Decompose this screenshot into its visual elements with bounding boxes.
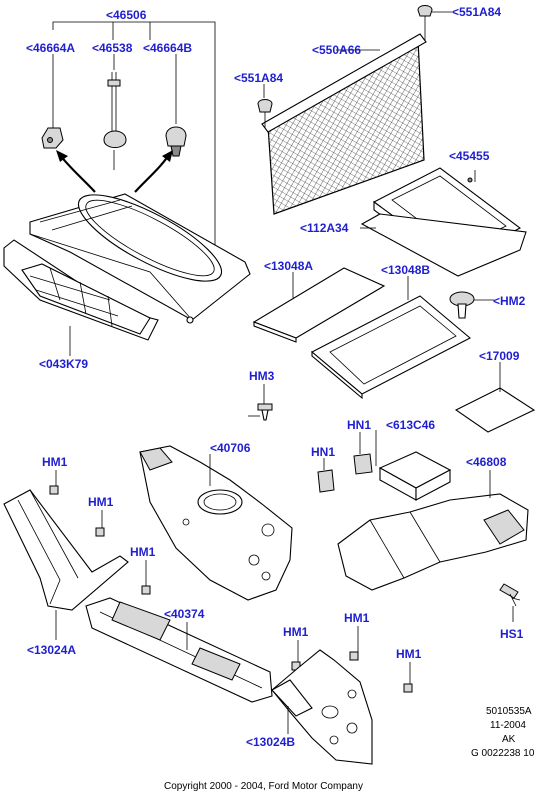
fastener-551a84-left bbox=[257, 84, 273, 128]
label-hm1-a: HM1 bbox=[42, 455, 68, 469]
label-hs1: HS1 bbox=[500, 627, 524, 641]
screw-hs1 bbox=[499, 583, 521, 622]
copyright: Copyright 2000 - 2004, Ford Motor Compan… bbox=[164, 781, 363, 792]
quarter-trim-13024b bbox=[271, 649, 373, 765]
cover-613c46 bbox=[375, 430, 452, 501]
label-13024a: <13024A bbox=[27, 643, 77, 657]
label-613c46: <613C46 bbox=[386, 418, 436, 432]
label-hn1-left: HN1 bbox=[311, 445, 336, 459]
label-46538: <46538 bbox=[92, 41, 133, 55]
sill-13024a bbox=[3, 489, 129, 640]
assembly-arrows bbox=[56, 150, 173, 193]
fastener-hm1-f bbox=[403, 662, 413, 693]
diagram-ref: G 0022238 10 bbox=[471, 748, 535, 759]
fastener-hm1-b bbox=[95, 510, 105, 537]
fastener-hm1-d bbox=[291, 640, 301, 671]
label-hm1-c: HM1 bbox=[130, 545, 156, 559]
cable-46538 bbox=[103, 54, 127, 170]
label-13024b: <13024B bbox=[246, 735, 296, 749]
stud-hm2 bbox=[449, 291, 494, 319]
clip-46664a bbox=[41, 54, 64, 149]
label-hm2: <HM2 bbox=[493, 294, 526, 308]
diagram-code: 5010535A bbox=[486, 706, 532, 717]
label-45455: <45455 bbox=[449, 149, 490, 163]
fastener-551a84-top bbox=[417, 5, 452, 40]
label-551a84-left: <551A84 bbox=[234, 71, 284, 85]
label-hn1-right: HN1 bbox=[347, 418, 372, 432]
panel-13048b bbox=[311, 276, 471, 400]
label-hm1-f: HM1 bbox=[396, 647, 422, 661]
label-112a34: <112A34 bbox=[300, 221, 349, 235]
floor-mat-112a34 bbox=[360, 213, 527, 277]
sheet-17009 bbox=[454, 362, 536, 433]
trim-46808 bbox=[337, 470, 529, 591]
diagram-rev: AK bbox=[502, 734, 516, 745]
label-13048a: <13048A bbox=[264, 259, 314, 273]
label-46808: <46808 bbox=[466, 455, 507, 469]
label-17009: <17009 bbox=[479, 349, 520, 363]
parcel-shelf-46506 bbox=[29, 193, 251, 324]
label-043k79: <043K79 bbox=[39, 357, 89, 371]
label-40706: <40706 bbox=[210, 441, 251, 455]
diagram-date: 11-2004 bbox=[490, 720, 526, 731]
cargo-net-550a66 bbox=[261, 33, 427, 215]
label-551a84-top: <551A84 bbox=[452, 5, 502, 19]
label-46664b: <46664B bbox=[143, 41, 193, 55]
clip-hn1-left bbox=[317, 458, 335, 493]
label-550a66: <550A66 bbox=[312, 43, 362, 57]
label-hm1-e: HM1 bbox=[344, 611, 370, 625]
label-46506: <46506 bbox=[106, 8, 147, 22]
tray-043k79 bbox=[3, 239, 159, 356]
fastener-hm1-a bbox=[49, 470, 59, 495]
46506-bracket-leader bbox=[52, 21, 216, 252]
label-hm1-b: HM1 bbox=[88, 495, 114, 509]
scuff-plate-40374 bbox=[85, 597, 273, 703]
fastener-hm1-e bbox=[349, 626, 359, 661]
side-trim-40706 bbox=[139, 445, 293, 601]
panel-13048a bbox=[252, 267, 386, 343]
fastener-hm1-c bbox=[141, 560, 151, 595]
label-hm3: HM3 bbox=[249, 369, 275, 383]
label-40374: <40374 bbox=[164, 607, 205, 621]
label-hm1-d: HM1 bbox=[283, 625, 309, 639]
label-46664a: <46664A bbox=[26, 41, 76, 55]
clip-46664b bbox=[165, 54, 187, 157]
clip-hn1-right bbox=[353, 432, 373, 475]
label-13048b: <13048B bbox=[381, 263, 431, 277]
screw-hm3 bbox=[248, 384, 273, 421]
